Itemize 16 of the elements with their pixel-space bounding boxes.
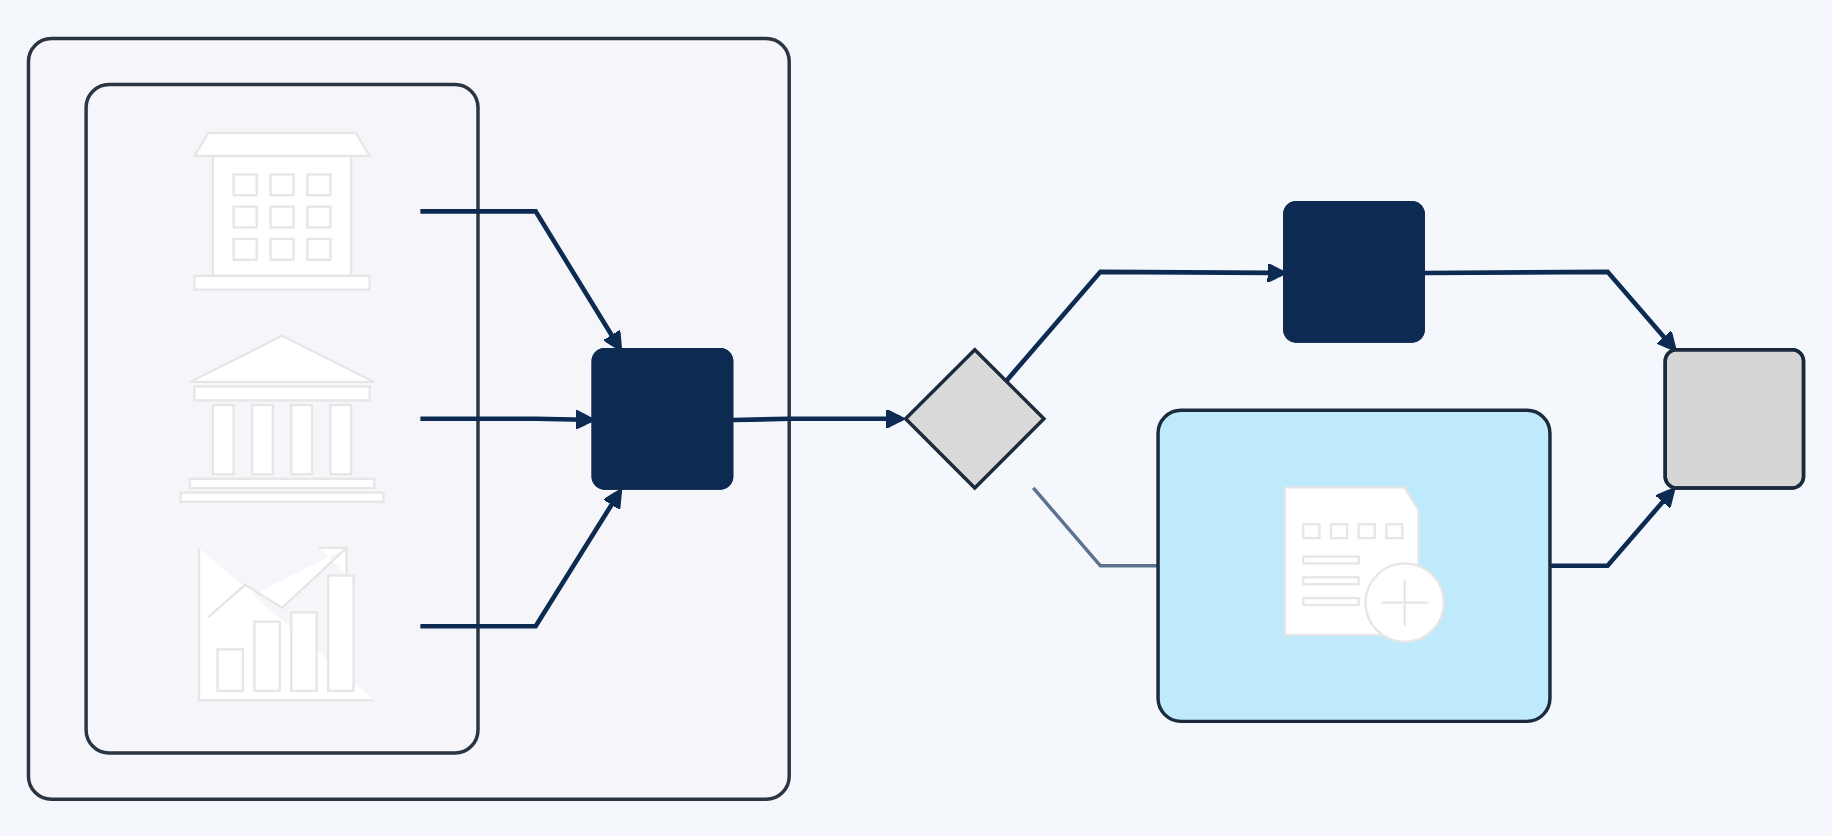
arrow	[1549, 486, 1676, 568]
arrow	[420, 408, 596, 429]
connector	[1032, 486, 1159, 567]
bar-chart-icon	[197, 545, 376, 701]
building-icon	[192, 131, 372, 291]
arrow	[420, 208, 623, 351]
cluster	[1156, 407, 1552, 723]
building-plus-icon	[1283, 485, 1446, 643]
arrow	[420, 487, 623, 628]
arrow	[1003, 261, 1287, 383]
bank-icon	[179, 333, 385, 503]
cluster	[26, 35, 791, 801]
node-diamond	[903, 346, 1047, 490]
cluster	[84, 82, 480, 754]
arrow	[732, 407, 906, 429]
arrow	[1424, 268, 1677, 352]
